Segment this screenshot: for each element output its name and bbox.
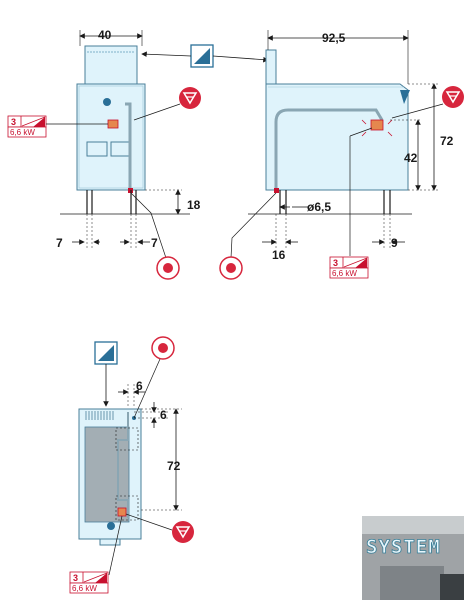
dim-side-offset-left: 16 xyxy=(272,248,286,262)
dim-top-offset-b: 6 xyxy=(160,408,167,422)
gas-inlet-icon xyxy=(442,86,464,108)
electric-connection-icon xyxy=(370,119,384,131)
power-label: 3 6,6 kW xyxy=(69,571,109,594)
drain-icon xyxy=(219,256,243,280)
power-phase: 3 xyxy=(333,258,338,268)
system-logo: SYSTEM xyxy=(362,516,464,600)
water-inlet-icon xyxy=(190,44,214,68)
electric-connection-icon xyxy=(107,119,119,129)
power-phase: 3 xyxy=(73,573,78,583)
water-inlet-icon xyxy=(94,341,118,365)
dim-top-depth: 72 xyxy=(167,459,181,473)
side-view: 92,5 72 42 ø6,5 16 9 xyxy=(219,30,464,280)
dim-top-offset-a: 6 xyxy=(136,379,143,393)
power-label: 3 6,6 kW xyxy=(329,256,369,279)
logo-text: SYSTEM xyxy=(366,536,441,558)
gas-inlet-icon xyxy=(179,87,201,109)
top-view: 6 6 72 xyxy=(69,336,194,594)
drain-icon xyxy=(151,336,175,360)
gas-inlet-icon xyxy=(172,521,194,543)
dim-front-side-left: 7 xyxy=(56,236,63,250)
electric-connection-icon xyxy=(117,507,127,517)
dim-front-width: 40 xyxy=(98,28,112,42)
dim-front-side-right: 7 xyxy=(151,236,158,250)
power-phase: 3 xyxy=(11,117,16,127)
dim-side-pipe-diameter: ø6,5 xyxy=(307,200,331,214)
dim-side-depth: 92,5 xyxy=(322,31,346,45)
dim-side-height: 72 xyxy=(440,134,454,148)
power-kw: 6,6 kW xyxy=(10,128,35,137)
dim-front-leg-height: 18 xyxy=(187,198,201,212)
knob-icon xyxy=(103,98,111,106)
power-label: 3 6,6 kW xyxy=(7,115,47,138)
dim-side-inner-height: 42 xyxy=(404,151,418,165)
front-view: 40 18 7 7 3 6,6 kW xyxy=(7,28,201,280)
dim-side-offset-right: 9 xyxy=(391,236,398,250)
power-kw: 6,6 kW xyxy=(332,269,357,278)
drain-icon xyxy=(156,256,180,280)
power-kw: 6,6 kW xyxy=(72,584,97,593)
